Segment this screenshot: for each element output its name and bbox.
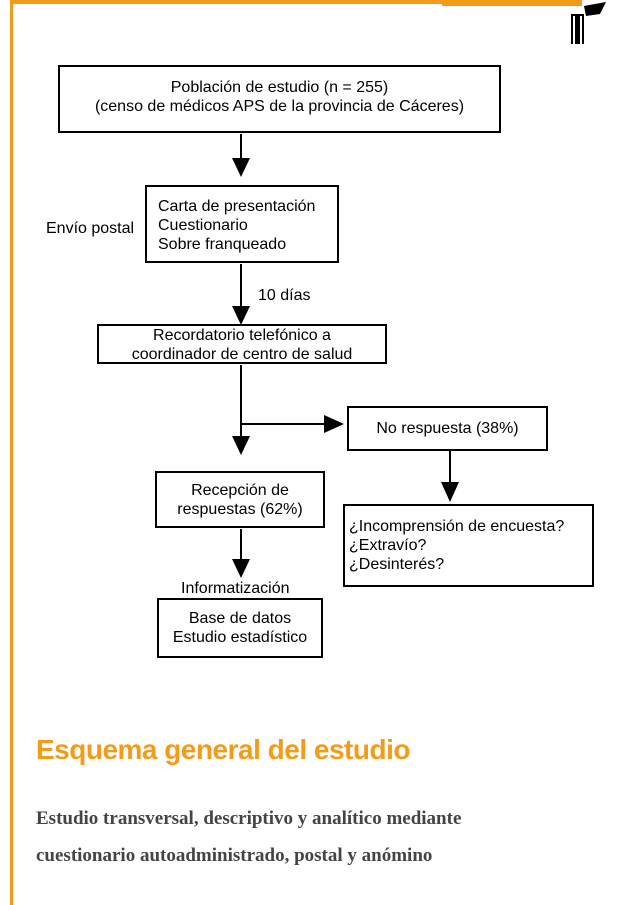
reasons-line-2: ¿Extravío?	[349, 537, 427, 554]
arrow-head-5	[441, 482, 459, 502]
reminder-line-1: Recordatorio telefónico a	[153, 327, 331, 344]
arrow-head-6	[232, 559, 250, 578]
wait-label: 10 días	[258, 287, 311, 304]
arrow-head-1	[232, 158, 250, 177]
reception-line-1: Recepción de	[191, 482, 289, 499]
reception-box: Recepción de respuestas (62%)	[155, 471, 325, 528]
reminder-line-2: coordinador de centro de salud	[131, 346, 353, 363]
arrow-head-3	[232, 436, 250, 455]
population-box: Población de estudio (n = 255) (censo de…	[58, 65, 501, 133]
mailing-box: Carta de presentación Cuestionario Sobre…	[145, 185, 339, 263]
reception-line-2: respuestas (62%)	[177, 501, 303, 518]
subtitle-line-2: cuestionario autoadministrado, postal y …	[36, 845, 433, 866]
no-response-line: No respuesta (38%)	[376, 420, 519, 437]
page-frame-top-rule	[10, 0, 442, 4]
page-frame-left-rule	[10, 0, 13, 905]
corner-figure-icon	[571, 2, 606, 44]
figure-title: Esquema general del estudio	[36, 734, 410, 765]
population-line-1: Población de estudio (n = 255)	[170, 79, 389, 96]
reasons-line-1: ¿Incomprensión de encuesta?	[349, 518, 565, 535]
arrow-head-4	[324, 415, 344, 433]
mailing-label: Envío postal	[46, 220, 135, 237]
reasons-line-3: ¿Desinterés?	[349, 556, 445, 573]
computerization-label: Informatización	[181, 580, 290, 597]
no-response-box: No respuesta (38%)	[347, 406, 548, 451]
arrow-head-2	[232, 306, 250, 325]
reasons-box: ¿Incomprensión de encuesta? ¿Extravío? ¿…	[343, 504, 594, 587]
database-line-1: Base de datos	[188, 610, 292, 627]
mailing-line-1: Carta de presentación	[158, 198, 316, 215]
database-line-2: Estudio estadístico	[172, 629, 308, 646]
corner-accent-tab	[442, 0, 582, 6]
mailing-line-3: Sobre franqueado	[158, 236, 287, 253]
figure-subtitle: Estudio transversal, descriptivo y analí…	[36, 800, 606, 874]
reminder-box: Recordatorio telefónico a coordinador de…	[97, 324, 387, 364]
database-box: Base de datos Estudio estadístico	[157, 598, 323, 658]
subtitle-line-1: Estudio transversal, descriptivo y analí…	[36, 808, 462, 829]
population-line-2: (censo de médicos APS de la provincia de…	[94, 98, 465, 115]
mailing-line-2: Cuestionario	[158, 217, 248, 234]
